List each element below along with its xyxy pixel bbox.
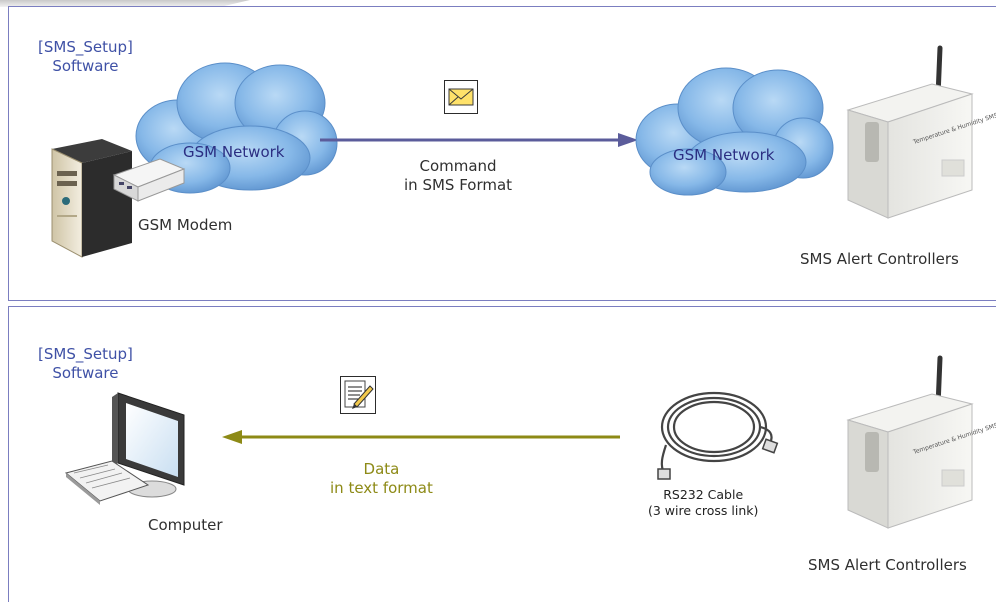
modem-icon <box>112 158 186 202</box>
sms-command-panel <box>8 6 996 301</box>
cable-icon <box>657 391 779 480</box>
software-subtitle: Software <box>52 363 119 382</box>
cable-line2: (3 wire cross link) <box>648 502 759 518</box>
computer-label: Computer <box>148 516 223 534</box>
controllers-label-bottom: SMS Alert Controllers <box>808 556 967 574</box>
command-label: Command in SMS Format <box>404 157 512 195</box>
gsm-network-label-right: GSM Network <box>673 146 775 164</box>
software-subtitle: Software <box>52 56 119 75</box>
computer-icon <box>64 392 185 505</box>
software-title: [SMS_Setup] <box>38 345 133 363</box>
controller-box-icon-bottom: Temperature & Humidity SMS Alert Control… <box>846 355 996 529</box>
cable-label: RS232 Cable (3 wire cross link) <box>648 487 758 518</box>
cable-line1: RS232 Cable <box>663 487 744 502</box>
decorative-top-strip <box>0 0 250 7</box>
data-line1: Data <box>363 460 400 478</box>
command-line1: Command <box>419 157 497 175</box>
software-label-bottom: [SMS_Setup] Software <box>38 345 133 383</box>
sms-arrow <box>320 133 638 147</box>
data-label: Data in text format <box>330 460 433 498</box>
controllers-label-top: SMS Alert Controllers <box>800 250 959 268</box>
data-line2: in text format <box>330 478 433 497</box>
serial-data-panel <box>8 306 996 602</box>
data-arrow <box>222 430 620 444</box>
cloud-icon-right <box>635 67 834 196</box>
gsm-modem-label: GSM Modem <box>138 216 233 234</box>
command-line2: in SMS Format <box>404 175 513 194</box>
gsm-network-label-left: GSM Network <box>183 143 285 161</box>
document-pen-icon <box>340 376 376 414</box>
software-label-top: [SMS_Setup] Software <box>38 38 133 76</box>
envelope-icon <box>444 80 478 114</box>
software-title: [SMS_Setup] <box>38 38 133 56</box>
controller-box-icon: Temperature & Humidity SMS Alert Control… <box>846 45 996 219</box>
